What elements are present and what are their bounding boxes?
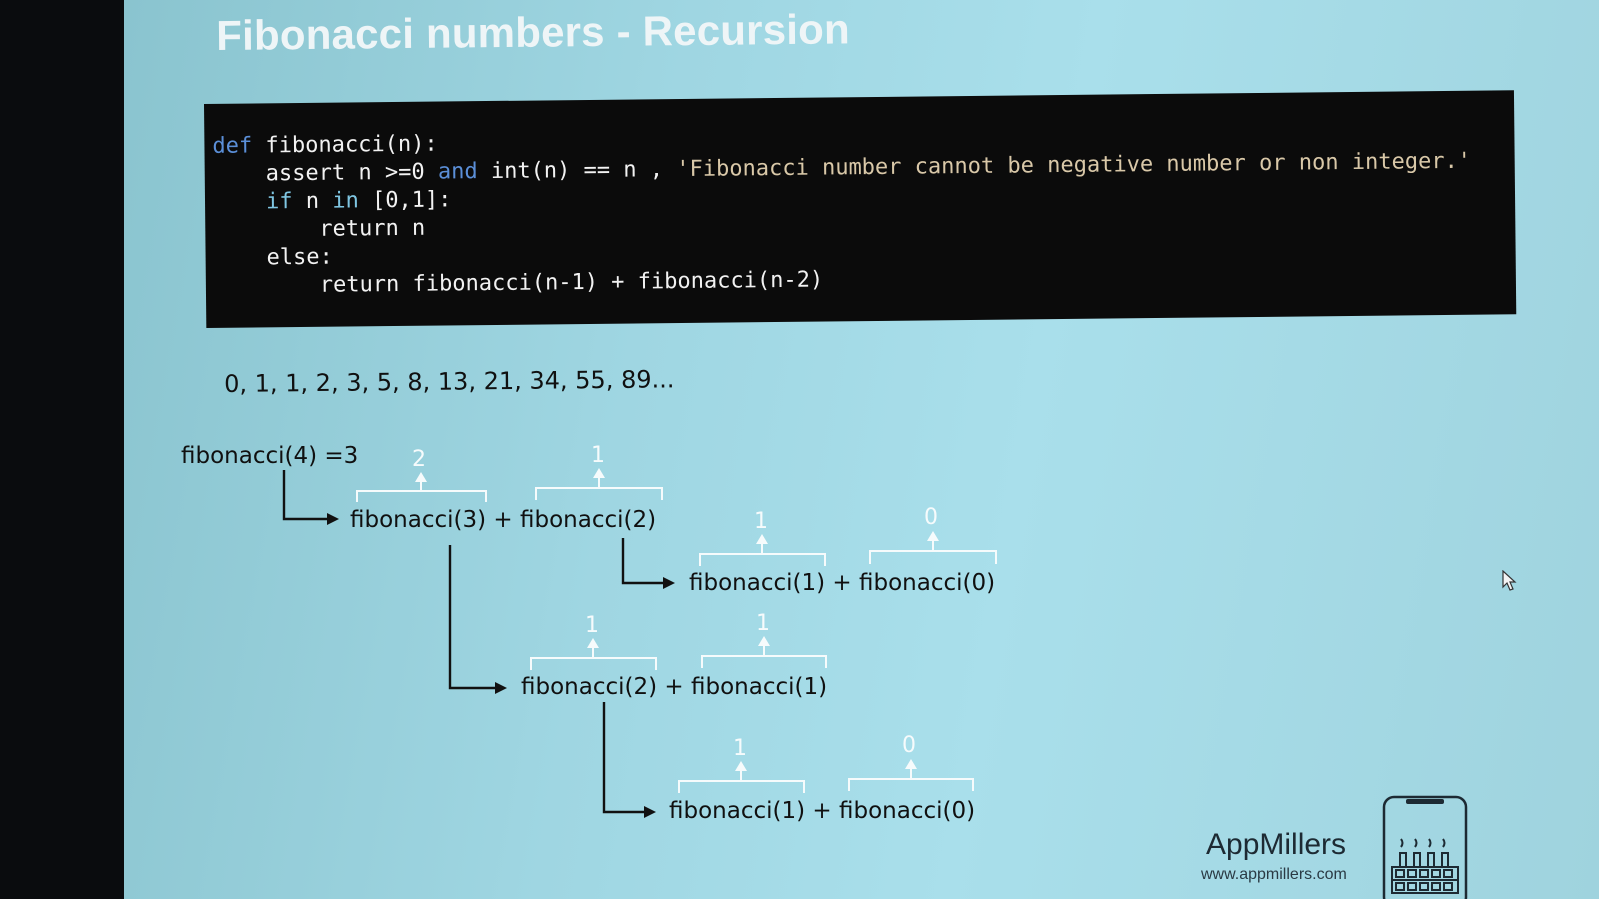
recursion-tree: fibonacci(4) =3 fibonacci(3) + fibonacci… [181, 443, 997, 824]
arrow-up-icon [756, 534, 768, 544]
bracket-row2-left [699, 553, 826, 566]
arrow-up-icon [905, 759, 917, 769]
arrow-up-icon [927, 531, 939, 541]
return-value: 1 [754, 509, 768, 534]
bracket-row4-right [848, 778, 974, 791]
tree-connector-row4 [602, 702, 646, 814]
tree-connector-root [282, 470, 329, 521]
bracket-row4-left [678, 780, 805, 793]
tree-row3-text: fibonacci(2) + fibonacci(1) [521, 674, 827, 700]
return-value: 1 [733, 736, 747, 761]
arrow-up-icon [415, 472, 427, 482]
factory-phone-icon [1382, 795, 1468, 899]
arrow-up-icon [758, 636, 770, 646]
return-value: 1 [585, 613, 599, 638]
bracket-row3-right [701, 655, 827, 668]
tree-row1-text: fibonacci(3) + fibonacci(2) [350, 507, 656, 533]
arrow-right-icon [644, 806, 656, 818]
tree-root-text: fibonacci(4) =3 [181, 443, 358, 469]
bracket-row2-right [869, 550, 997, 564]
arrow-up-icon [593, 468, 605, 478]
brand-url: www.appmillers.com [1201, 866, 1347, 883]
tree-connector-row3 [448, 545, 497, 690]
mouse-pointer-icon [1502, 570, 1517, 591]
return-value: 1 [756, 611, 770, 636]
return-value: 0 [924, 505, 938, 530]
bracket-row3-left [530, 657, 657, 670]
tree-connector-row2 [621, 538, 665, 585]
arrow-up-icon [587, 638, 599, 648]
bracket-row1-right [535, 487, 663, 500]
brand-name: AppMillers [1206, 828, 1347, 861]
arrow-right-icon [327, 513, 339, 525]
arrow-up-icon [735, 761, 747, 771]
slide: Fibonacci numbers - Recursion def fibona… [124, 0, 1599, 899]
tree-row4-text: fibonacci(1) + fibonacci(0) [669, 798, 975, 824]
arrow-right-icon [495, 682, 507, 694]
return-value: 1 [591, 443, 605, 468]
arrow-right-icon [663, 577, 675, 589]
bracket-row1-left [356, 490, 487, 502]
return-value: 2 [412, 447, 426, 472]
tree-row2-text: fibonacci(1) + fibonacci(0) [689, 570, 995, 596]
return-value: 0 [902, 733, 916, 758]
